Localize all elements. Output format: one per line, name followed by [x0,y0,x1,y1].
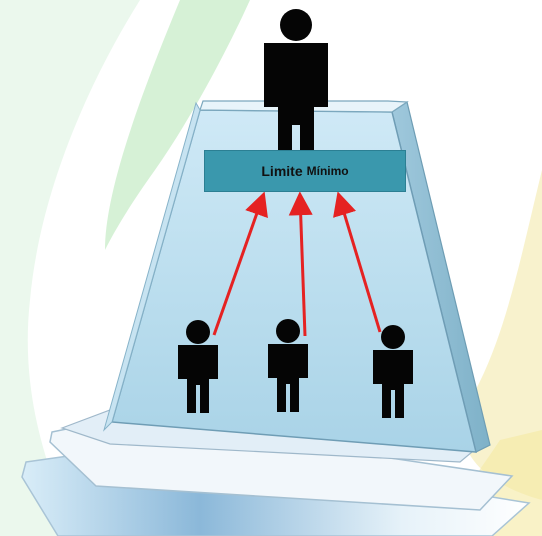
pedestal-left-edge [103,101,201,432]
green-swirl-left [0,0,140,536]
person-icon [373,325,413,418]
arrow-center [288,191,313,337]
minimum-limit-label: Limite Mínimo [204,150,406,192]
person-icon [178,320,218,413]
leader-figure [264,9,328,153]
green-swirl-top [105,0,250,250]
arrow-right [333,191,382,333]
arrows [212,191,382,337]
person-icon [268,319,308,412]
base-figures [178,319,413,418]
label-small-text: Mínimo [306,164,349,178]
person-icon [264,9,328,153]
arrow-left [212,191,268,336]
label-strong-text: Limite [261,163,303,179]
